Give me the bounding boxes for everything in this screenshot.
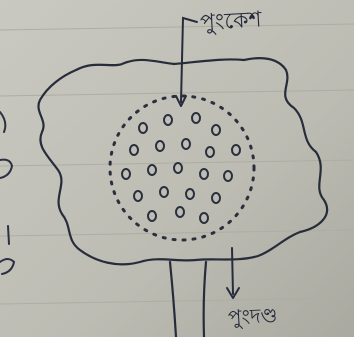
stalk-label: পুংদণ্ড	[227, 301, 278, 337]
pollen-grain-label: পুংকেশ	[199, 2, 263, 42]
pointer-line-bottom	[232, 248, 233, 294]
margin-stroke-3	[8, 226, 9, 244]
